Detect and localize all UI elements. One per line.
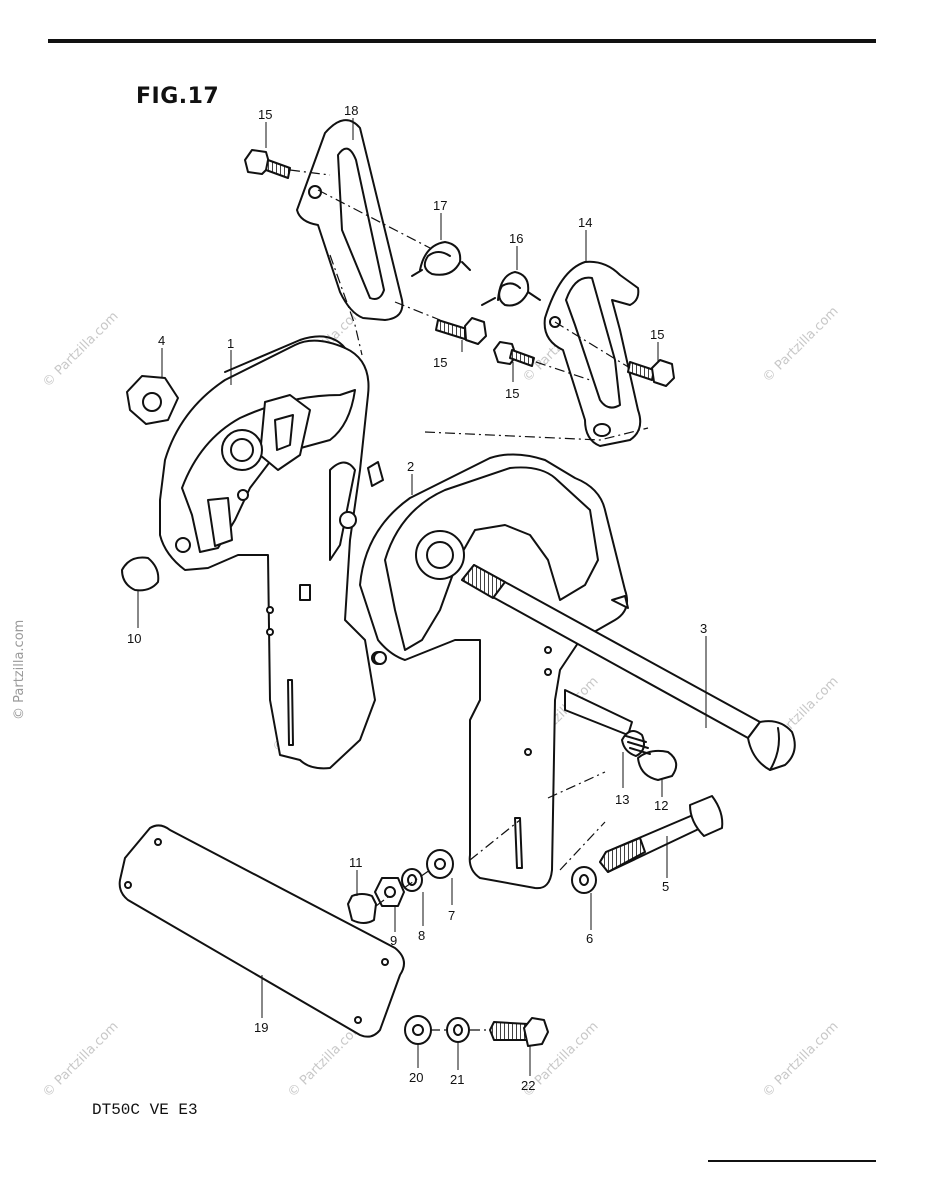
part-19-plate bbox=[118, 824, 405, 1038]
callout-12: 12 bbox=[654, 798, 668, 813]
callout-1: 1 bbox=[227, 336, 234, 351]
model-code: DT50C VE E3 bbox=[92, 1101, 198, 1119]
alignment-line-18-17 bbox=[317, 189, 431, 249]
alignment-line-14-2 bbox=[424, 427, 649, 441]
alignment-line-15-14 bbox=[535, 361, 591, 381]
alignment-line-6-5 bbox=[559, 821, 606, 871]
callout-20: 20 bbox=[409, 1070, 423, 1085]
callout-7: 7 bbox=[448, 908, 455, 923]
alignment-line-15-18 bbox=[289, 169, 331, 176]
callout-8: 8 bbox=[418, 928, 425, 943]
cross-tube bbox=[564, 689, 633, 736]
alignment-line-14-15 bbox=[554, 321, 631, 369]
part-10-cap bbox=[121, 556, 160, 592]
callout-19: 19 bbox=[254, 1020, 268, 1035]
callout-18: 18 bbox=[344, 103, 358, 118]
alignment-line-washers bbox=[375, 869, 431, 907]
alignment-line-18-15 bbox=[394, 301, 441, 321]
part-5-bolt bbox=[599, 795, 724, 873]
callout-3: 3 bbox=[700, 621, 707, 636]
part-14-bracket bbox=[543, 260, 642, 447]
part-3-long-bolt bbox=[461, 564, 796, 771]
part-8-lock-washer bbox=[401, 868, 423, 892]
callout-16: 16 bbox=[509, 231, 523, 246]
part-4-nut bbox=[126, 375, 179, 425]
callout-15-right: 15 bbox=[650, 327, 664, 342]
callout-15-lower: 15 bbox=[505, 386, 519, 401]
alignment-lines bbox=[289, 169, 649, 1031]
figure-title: FIG.17 bbox=[136, 84, 220, 109]
part-7-washer bbox=[426, 849, 454, 879]
part-1-clamp-bracket bbox=[159, 335, 385, 770]
callout-leaders bbox=[137, 118, 707, 1076]
callout-15-mid: 15 bbox=[433, 355, 447, 370]
callout-11: 11 bbox=[349, 855, 363, 870]
callout-15-top: 15 bbox=[258, 107, 272, 122]
callout-10: 10 bbox=[127, 631, 141, 646]
part-15-screw-top bbox=[244, 149, 291, 179]
callout-4: 4 bbox=[158, 333, 165, 348]
part-15-screw-right bbox=[627, 359, 675, 387]
part-15-screw-mid bbox=[435, 317, 487, 345]
part-15-screw-lower bbox=[493, 341, 535, 367]
alignment-line-18-1 bbox=[329, 254, 363, 356]
part-20-washer bbox=[404, 1015, 432, 1045]
part-18-bracket bbox=[296, 119, 404, 321]
part-6-washer bbox=[571, 866, 597, 894]
part-2-clamp-bracket bbox=[359, 453, 629, 890]
callout-17: 17 bbox=[433, 198, 447, 213]
part-13-spring bbox=[621, 730, 651, 757]
part-11-bushing bbox=[347, 893, 377, 924]
callout-14: 14 bbox=[578, 215, 592, 230]
callout-21: 21 bbox=[450, 1072, 464, 1087]
callout-13: 13 bbox=[615, 792, 629, 807]
callout-6: 6 bbox=[586, 931, 593, 946]
part-21-lock-washer bbox=[446, 1017, 470, 1043]
part-9-nut bbox=[374, 877, 405, 907]
callout-22: 22 bbox=[521, 1078, 535, 1093]
alignment-line-2-6 bbox=[547, 771, 606, 799]
part-12-fitting bbox=[637, 749, 678, 781]
part-22-bolt bbox=[489, 1017, 549, 1047]
callout-2: 2 bbox=[407, 459, 414, 474]
callout-9: 9 bbox=[390, 933, 397, 948]
callout-5: 5 bbox=[662, 879, 669, 894]
part-17-spring bbox=[411, 241, 471, 277]
part-16-spring bbox=[481, 271, 541, 307]
